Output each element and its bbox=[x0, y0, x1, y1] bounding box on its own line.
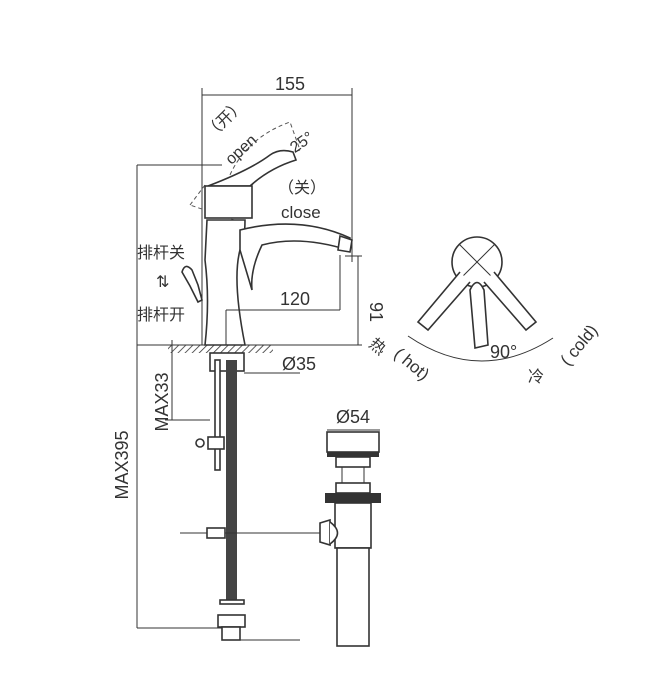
dimension-max395: MAX395 bbox=[112, 164, 222, 629]
dimension-max33-label: MAX33 bbox=[152, 372, 172, 431]
dimension-91: 91 bbox=[345, 255, 386, 345]
drain-open-label: 排杆开 bbox=[137, 305, 185, 324]
handle-positions: （开） open 25° （关） close bbox=[189, 95, 326, 223]
dimension-max395-label: MAX395 bbox=[112, 430, 132, 499]
dimension-35-label: Ø35 bbox=[282, 354, 316, 374]
drain-close-label: 排杆关 bbox=[137, 243, 185, 262]
deck bbox=[137, 344, 362, 353]
hose-assembly: Ø35 bbox=[180, 352, 325, 641]
hot-en-label: ( hot) bbox=[390, 344, 433, 384]
close-cn-label: （关） bbox=[278, 178, 326, 197]
dimension-155: 155 bbox=[201, 74, 353, 345]
dimension-120-label: 120 bbox=[280, 289, 310, 309]
dimension-120: 120 bbox=[225, 255, 341, 345]
dimension-91-label: 91 bbox=[366, 302, 386, 322]
open-en-label: open bbox=[223, 132, 261, 168]
close-en-label: close bbox=[281, 203, 321, 222]
dimension-54-label: Ø54 bbox=[336, 407, 370, 427]
cold-en-label: ( cold) bbox=[557, 321, 602, 369]
drain-arrow: ⇅ bbox=[156, 272, 169, 291]
hot-cn-label: 热 bbox=[365, 334, 389, 359]
swing-angle-label: 90° bbox=[490, 342, 517, 362]
open-cn-label: （开） bbox=[201, 95, 248, 142]
cold-cn-label: 冷 bbox=[528, 367, 544, 386]
dimension-max33: MAX33 bbox=[152, 340, 210, 432]
faucet-body bbox=[181, 219, 353, 346]
top-view: 90° 热 ( hot) 冷 ( cold) bbox=[365, 236, 602, 386]
dimension-155-label: 155 bbox=[275, 74, 305, 94]
drain-lever-labels: 排杆关 ⇅ 排杆开 bbox=[137, 243, 185, 324]
pop-up-drain: Ø54 bbox=[319, 407, 381, 647]
